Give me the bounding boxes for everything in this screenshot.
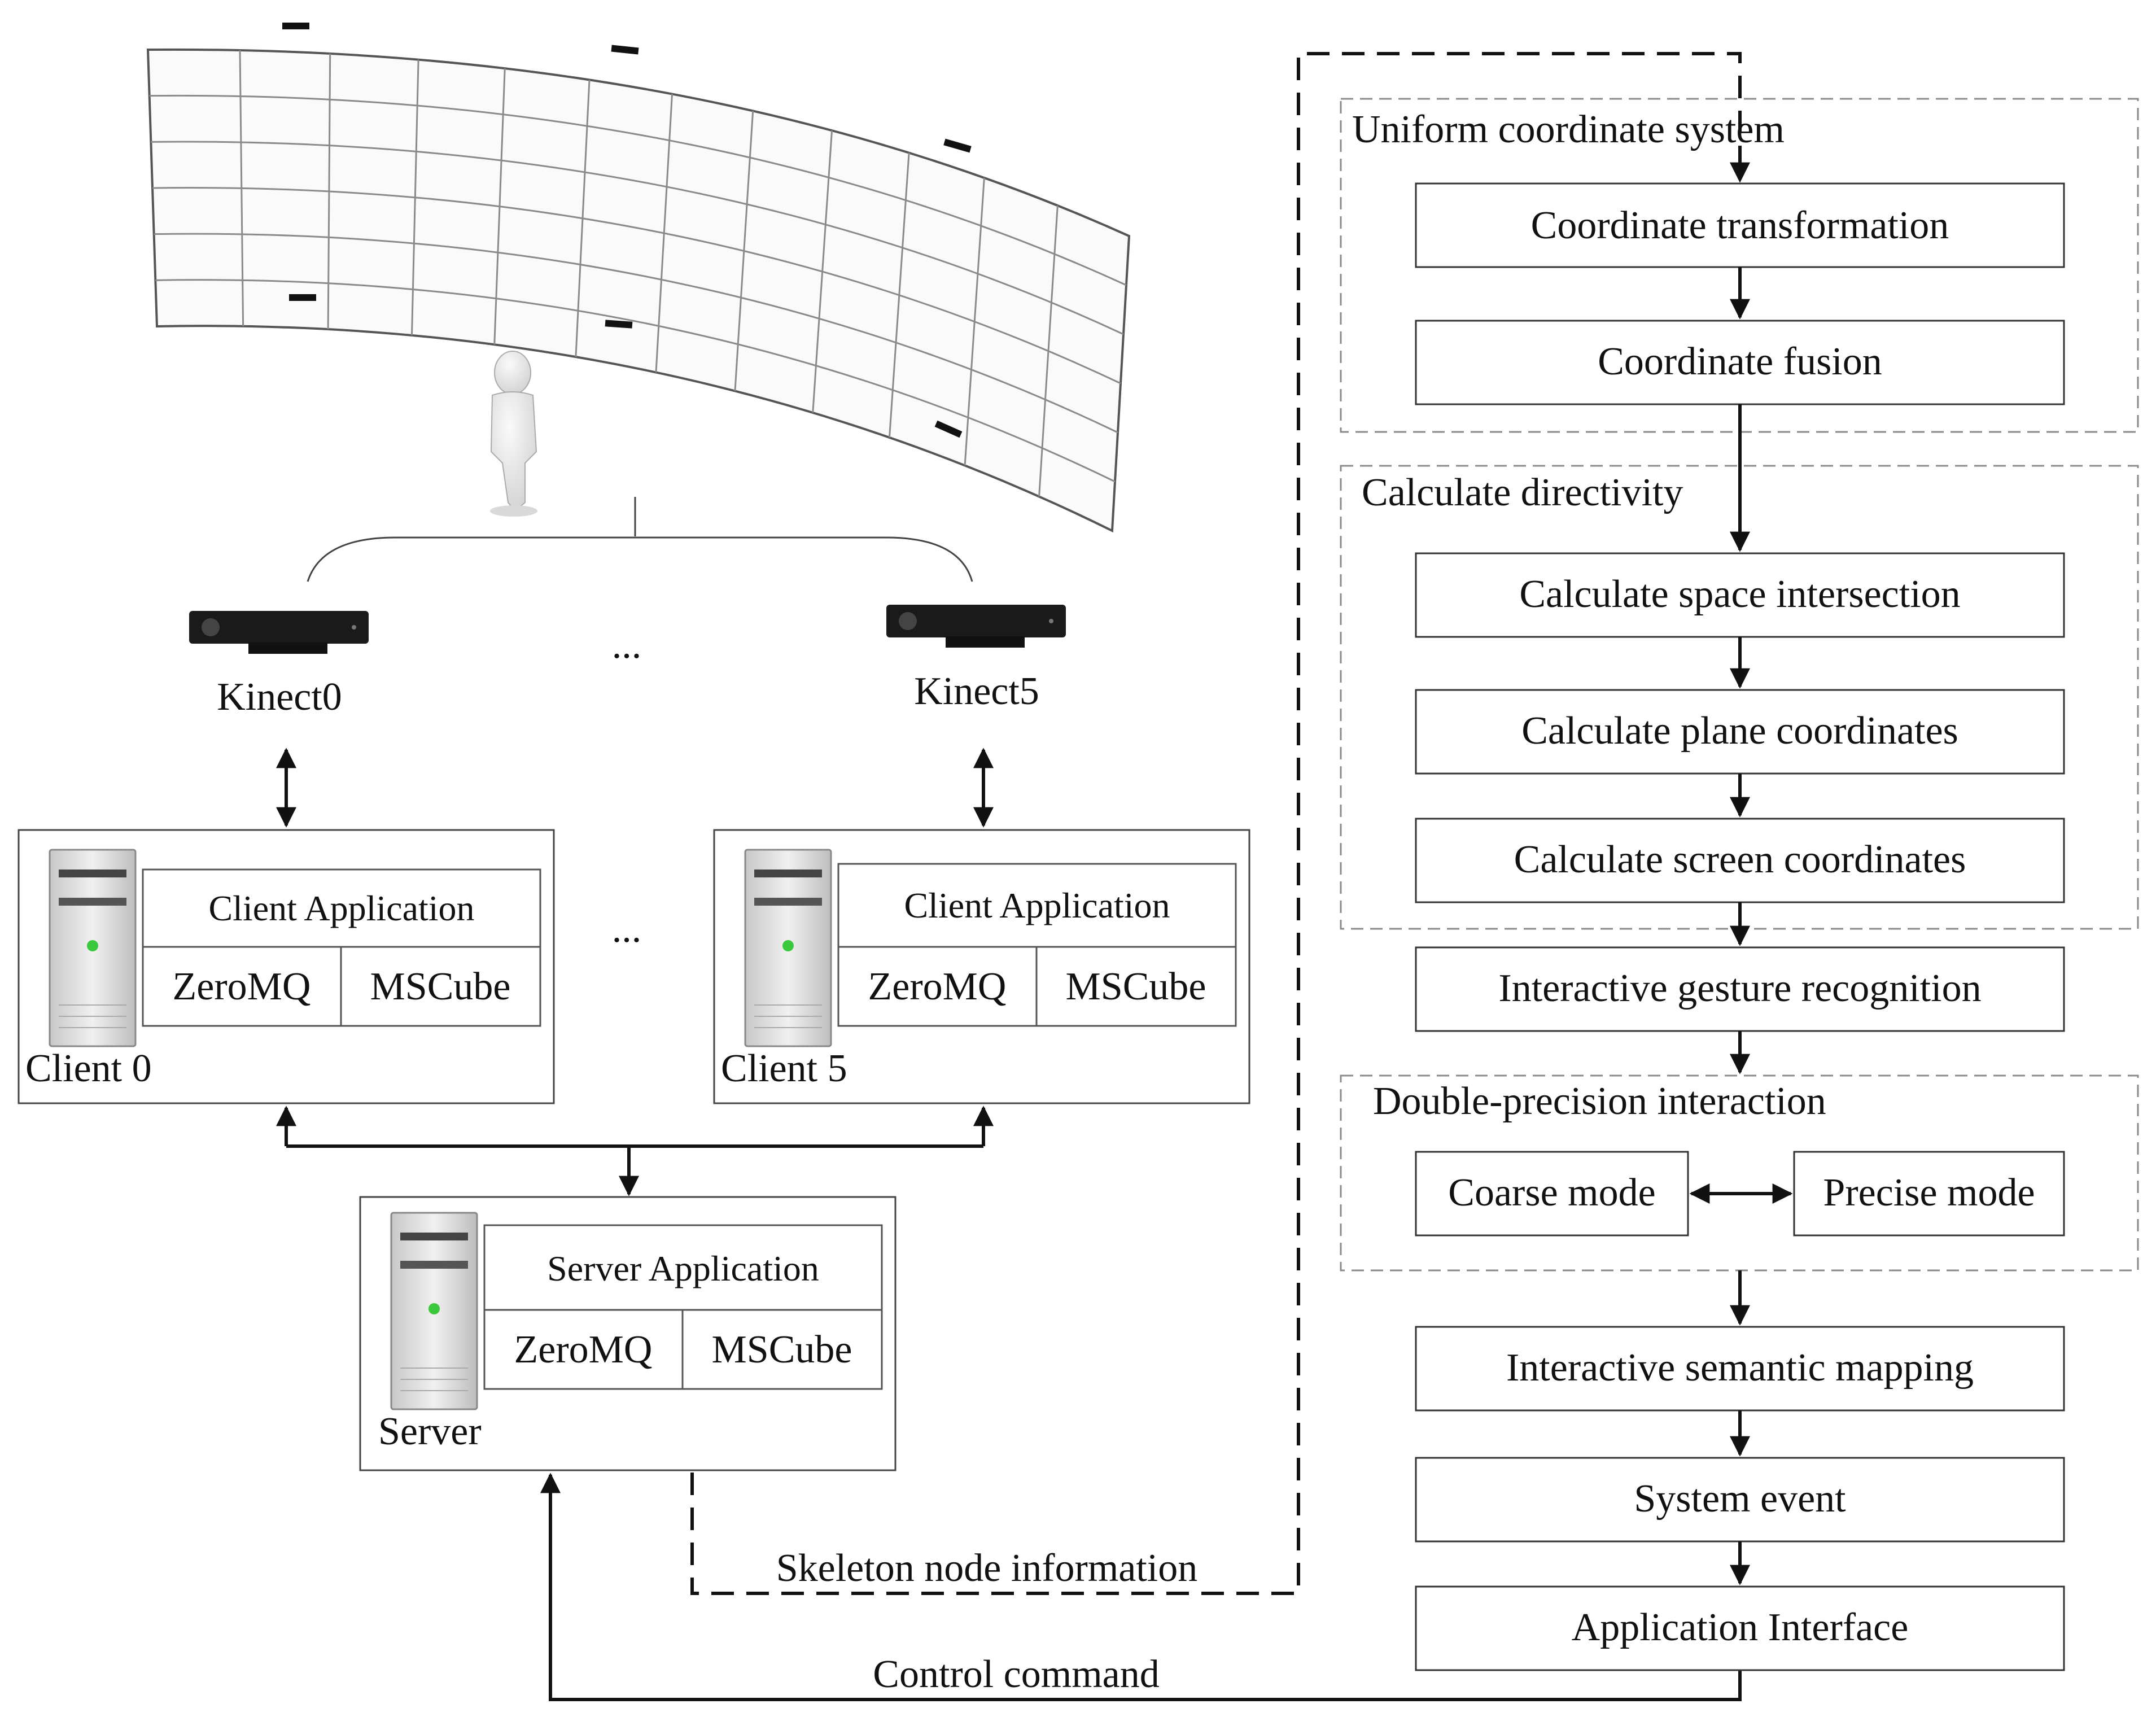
client-5-app-label: Client Application — [904, 885, 1170, 925]
server-zeromq-label: ZeroMQ — [514, 1328, 653, 1371]
svg-text:Precise mode: Precise mode — [1823, 1171, 2035, 1214]
step-calculate-space-intersection: Calculate space intersection — [1415, 552, 2065, 638]
sensor-bracket — [307, 497, 973, 582]
kinect0-label: Kinect0 — [217, 675, 342, 719]
svg-text:Coarse mode: Coarse mode — [1448, 1171, 1655, 1214]
sensor-ellipsis: ... — [612, 623, 642, 667]
client-0-node: Client Application ZeroMQ MSCube Client … — [18, 829, 555, 1104]
client-0-app-label: Client Application — [208, 888, 474, 928]
client-ellipsis: ... — [612, 907, 642, 951]
power-indicator-icon — [428, 1303, 440, 1314]
power-indicator-icon — [782, 940, 794, 951]
client-0-zeromq-label: ZeroMQ — [173, 965, 311, 1008]
svg-text:Interactive semantic mapping: Interactive semantic mapping — [1506, 1346, 1974, 1390]
client-5-mscube-label: MSCube — [1066, 965, 1206, 1008]
server-app-label: Server Application — [547, 1248, 819, 1288]
skeleton-info-label: Skeleton node information — [776, 1546, 1198, 1590]
svg-text:Interactive gesture recognitio: Interactive gesture recognition — [1498, 967, 1981, 1010]
curved-display-wall — [146, 23, 1131, 533]
control-command-label: Control command — [873, 1653, 1159, 1696]
server-tower-icon — [49, 849, 137, 1047]
user-figure — [490, 351, 537, 517]
step-coordinate-fusion: Coordinate fusion — [1415, 320, 2065, 405]
group-title-double-precision: Double-precision interaction — [1373, 1080, 1826, 1123]
svg-text:System event: System event — [1634, 1477, 1846, 1521]
group-title-directivity: Calculate directivity — [1362, 471, 1683, 514]
step-interactive-gesture-recognition: Interactive gesture recognition — [1415, 946, 2065, 1032]
client-server-connector — [276, 1106, 994, 1196]
control-command-path — [540, 1473, 1742, 1701]
svg-text:Coordinate fusion: Coordinate fusion — [1598, 340, 1882, 383]
flow-arrows — [1689, 267, 1793, 1585]
step-precise-mode: Precise mode — [1793, 1151, 2065, 1237]
camera-lens-icon — [899, 612, 917, 630]
server-node: Server Application ZeroMQ MSCube Server — [359, 1196, 896, 1471]
power-indicator-icon — [87, 940, 98, 951]
step-calculate-plane-coordinates: Calculate plane coordinates — [1415, 689, 2065, 775]
step-system-event: System event — [1415, 1457, 2065, 1543]
step-application-interface: Application Interface — [1415, 1585, 2065, 1671]
client-0-mscube-label: MSCube — [370, 965, 511, 1008]
svg-text:Calculate space intersection: Calculate space intersection — [1519, 573, 1960, 616]
server-mscube-label: MSCube — [712, 1328, 852, 1371]
svg-text:Application Interface: Application Interface — [1572, 1606, 1909, 1649]
camera-lens-icon — [202, 618, 220, 636]
client-5-name: Client 5 — [721, 1047, 847, 1090]
svg-text:Calculate plane coordinates: Calculate plane coordinates — [1521, 709, 1958, 753]
step-interactive-semantic-mapping: Interactive semantic mapping — [1415, 1326, 2065, 1412]
svg-text:Coordinate transformation: Coordinate transformation — [1531, 204, 1949, 247]
kinect-sensor-5 — [886, 605, 1066, 648]
server-tower-icon — [744, 849, 832, 1047]
kinect5-label: Kinect5 — [914, 670, 1039, 713]
step-calculate-screen-coordinates: Calculate screen coordinates — [1415, 818, 2065, 903]
group-title-uniform: Uniform coordinate system — [1352, 108, 1785, 151]
client-5-node: Client Application ZeroMQ MSCube Client … — [713, 829, 1250, 1104]
client-5-zeromq-label: ZeroMQ — [868, 965, 1007, 1008]
server-tower-icon — [390, 1212, 478, 1410]
server-name: Server — [378, 1410, 482, 1453]
kinect-sensor-0 — [189, 611, 369, 654]
svg-text:Calculate screen coordinates: Calculate screen coordinates — [1514, 838, 1966, 881]
step-coarse-mode: Coarse mode — [1415, 1151, 1689, 1237]
step-coordinate-transformation: Coordinate transformation — [1415, 182, 2065, 268]
client-0-name: Client 0 — [25, 1047, 152, 1090]
